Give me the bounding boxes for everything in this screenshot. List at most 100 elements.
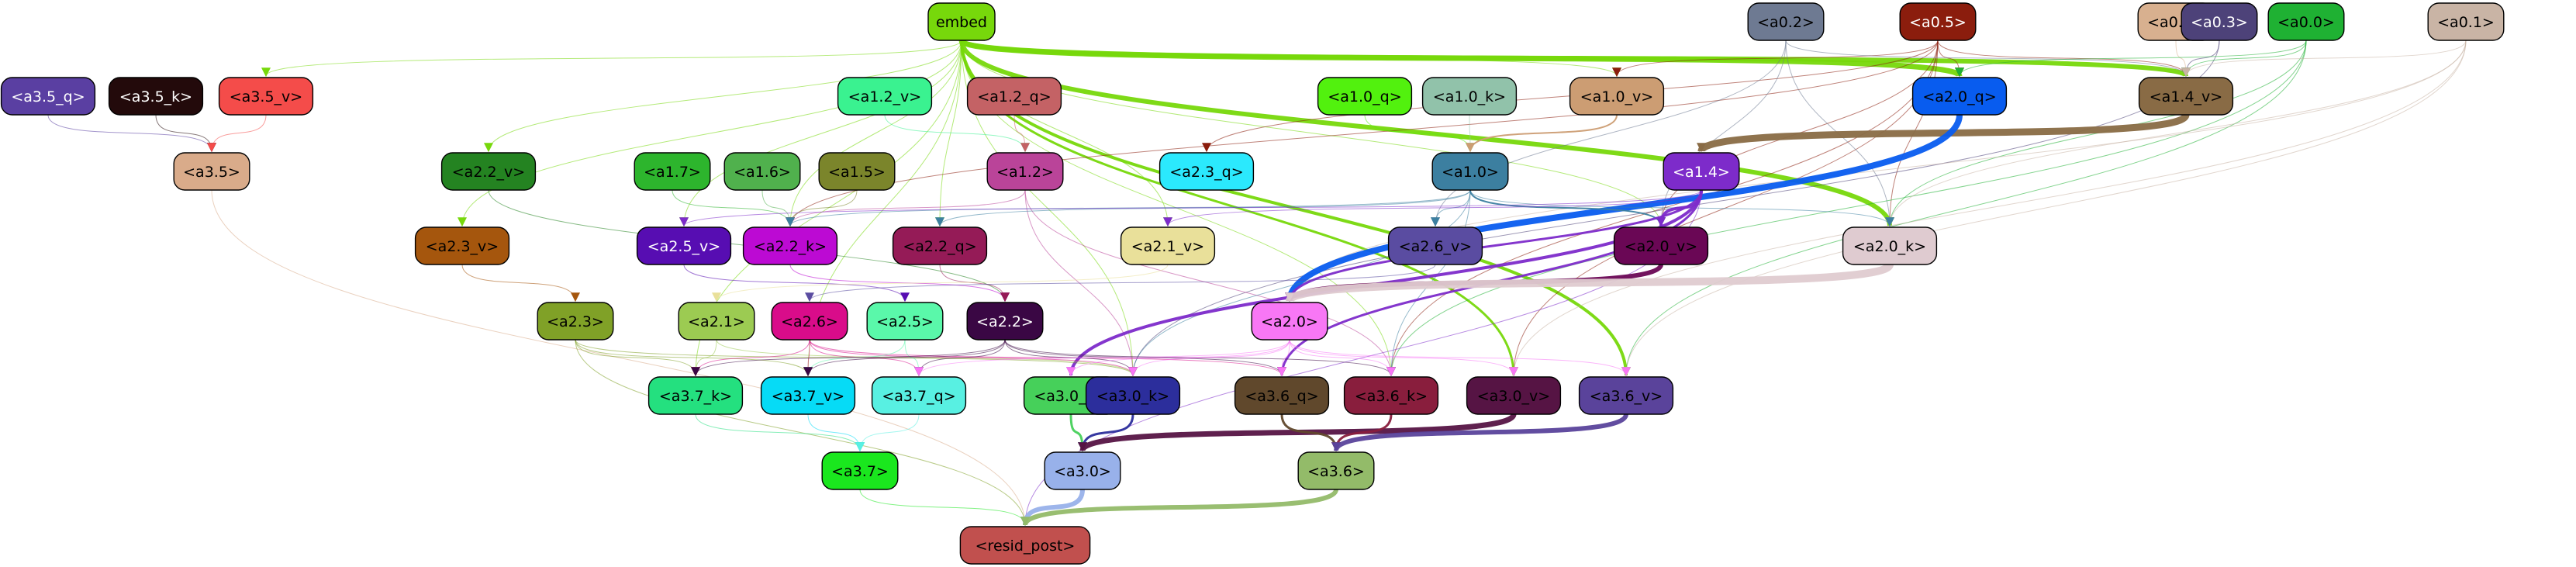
node-a2-2-k[interactable]: <a2.2_k> <box>742 226 838 265</box>
node-a3-6[interactable]: <a3.6> <box>1297 451 1375 490</box>
node-a3-0[interactable]: <a3.0> <box>1044 451 1121 490</box>
node-a2-2[interactable]: <a2.2> <box>966 302 1044 341</box>
edge-a0_0-a1_4_v <box>2181 40 2307 78</box>
edge-a0_1-a2_0_k <box>1885 40 2467 227</box>
node-label: <a1.5> <box>828 164 886 181</box>
node-label: <a3.5_k> <box>119 88 192 105</box>
edge-a3_5_k-a3_5 <box>155 114 216 153</box>
node-a2-3-v[interactable]: <a2.3_v> <box>414 226 510 265</box>
node-a2-2-q[interactable]: <a2.2_q> <box>892 226 988 265</box>
node-box <box>108 77 204 116</box>
node-box <box>1159 152 1255 191</box>
node-a2-3[interactable]: <a2.3> <box>537 302 614 341</box>
node-a3-7[interactable]: <a3.7> <box>821 451 899 490</box>
node-a2-0-k[interactable]: <a2.0_k> <box>1842 226 1938 265</box>
node-box <box>771 302 848 341</box>
edge-a1_2_v-a1_2 <box>884 114 1030 153</box>
edge-a2_3-a3_7_k <box>575 339 700 377</box>
node-box <box>966 302 1044 341</box>
edge-embed-a3_5_v <box>261 40 962 78</box>
node-a1-0-k[interactable]: <a1.0_k> <box>1421 77 1518 116</box>
node-a1-0[interactable]: <a1.0> <box>1431 152 1509 191</box>
node-a1-2[interactable]: <a1.2> <box>986 152 1064 191</box>
node-a1-0-q[interactable]: <a1.0_q> <box>1317 77 1413 116</box>
node-embed[interactable]: embed <box>927 2 996 41</box>
node-resid-post[interactable]: <resid_post> <box>959 526 1091 565</box>
node-a3-5-k[interactable]: <a3.5_k> <box>108 77 204 116</box>
node-label: <a3.6_v> <box>1590 388 1663 405</box>
node-box <box>1466 376 1562 415</box>
node-box <box>1663 152 1740 191</box>
edge-a3_6_q-a3_6 <box>1280 413 1341 452</box>
edge-a3_0_v-a3_0 <box>1078 413 1517 452</box>
edge-a1_2_q-a1_2 <box>1013 114 1030 153</box>
edge-embed-a2_5_v <box>679 40 962 227</box>
node-a3-0-v[interactable]: <a3.0_v> <box>1466 376 1562 415</box>
node-a2-6-v[interactable]: <a2.6_v> <box>1387 226 1483 265</box>
node-a3-7-q[interactable]: <a3.7_q> <box>871 376 967 415</box>
node-box <box>0 77 96 116</box>
node-label: <a3.0> <box>1054 463 1111 480</box>
node-a1-7[interactable]: <a1.7> <box>634 152 711 191</box>
node-a2-1[interactable]: <a2.1> <box>678 302 755 341</box>
node-a3-5[interactable]: <a3.5> <box>173 152 250 191</box>
edge-a1_7-a2_2_k <box>672 189 795 227</box>
edge-a1_5-a2_2_k <box>786 189 858 227</box>
node-label: <a2.6_v> <box>1399 238 1472 255</box>
edge-a2_6_v-a2_6 <box>805 264 1436 303</box>
node-a3-6-q[interactable]: <a3.6_q> <box>1234 376 1330 415</box>
edge-embed-a2_2_k <box>786 40 962 227</box>
node-a0-1[interactable]: <a0.1> <box>2427 2 2505 41</box>
node-a1-6[interactable]: <a1.6> <box>723 152 801 191</box>
node-a1-4[interactable]: <a1.4> <box>1663 152 1740 191</box>
node-a2-0[interactable]: <a2.0> <box>1251 302 1328 341</box>
node-a0-0[interactable]: <a0.0> <box>2267 2 2345 41</box>
node-box <box>1842 226 1938 265</box>
node-box <box>1421 77 1518 116</box>
node-a3-7-k[interactable]: <a3.7_k> <box>647 376 744 415</box>
node-box <box>2427 2 2505 41</box>
edge-embed-a2_3_v <box>458 40 962 227</box>
edge-a2_3-resid_post <box>575 339 1030 527</box>
node-a3-0-k[interactable]: <a3.0_k> <box>1085 376 1181 415</box>
node-box <box>1911 77 2008 116</box>
node-label: <a2.6> <box>781 313 838 330</box>
node-a3-7-v[interactable]: <a3.7_v> <box>760 376 856 415</box>
node-a2-5[interactable]: <a2.5> <box>866 302 944 341</box>
edge-a2_2-a3_6_q <box>1004 339 1286 377</box>
node-a2-3-q[interactable]: <a2.3_q> <box>1159 152 1255 191</box>
node-a2-0-v[interactable]: <a2.0_v> <box>1613 226 1709 265</box>
node-a1-2-q[interactable]: <a1.2_q> <box>966 77 1062 116</box>
node-a3-6-v[interactable]: <a3.6_v> <box>1578 376 1674 415</box>
node-a1-4-v[interactable]: <a1.4_v> <box>2138 77 2234 116</box>
edge-a1_2-a3_6_k <box>1024 189 1396 377</box>
node-a2-1-v[interactable]: <a2.1_v> <box>1120 226 1216 265</box>
node-a2-5-v[interactable]: <a2.5_v> <box>636 226 732 265</box>
node-a0-3[interactable]: <a0.3> <box>2181 2 2258 41</box>
edge-a3_5_v-a3_5 <box>207 114 267 153</box>
edge-a0_2-a2_6_v <box>1431 40 1787 227</box>
edge-a3_7_v-a3_7 <box>807 413 865 452</box>
node-box <box>821 451 899 490</box>
node-box <box>1297 451 1375 490</box>
node-a0-2[interactable]: <a0.2> <box>1747 2 1825 41</box>
edge-a1_2-a2_2_k <box>786 189 1026 227</box>
node-a1-2-v[interactable]: <a1.2_v> <box>837 77 933 116</box>
node-label: <a2.1> <box>688 313 745 330</box>
node-label: <a1.6> <box>734 164 791 181</box>
node-label: <a3.5_v> <box>230 88 302 105</box>
edge-a2_3-a3_7_v <box>575 339 813 377</box>
node-a3-5-q[interactable]: <a3.5_q> <box>0 77 96 116</box>
node-box <box>818 152 896 191</box>
node-a2-6[interactable]: <a2.6> <box>771 302 848 341</box>
node-a3-6-k[interactable]: <a3.6_k> <box>1343 376 1439 415</box>
node-box <box>760 376 856 415</box>
node-a2-2-v[interactable]: <a2.2_v> <box>440 152 537 191</box>
node-a3-5-v[interactable]: <a3.5_v> <box>218 77 314 116</box>
node-a2-0-q[interactable]: <a2.0_q> <box>1911 77 2008 116</box>
node-a1-5[interactable]: <a1.5> <box>818 152 896 191</box>
node-a1-0-v[interactable]: <a1.0_v> <box>1569 77 1665 116</box>
node-box <box>2267 2 2345 41</box>
node-a0-5[interactable]: <a0.5> <box>1899 2 1977 41</box>
edge-a1_6-a2_2_k <box>761 189 795 227</box>
